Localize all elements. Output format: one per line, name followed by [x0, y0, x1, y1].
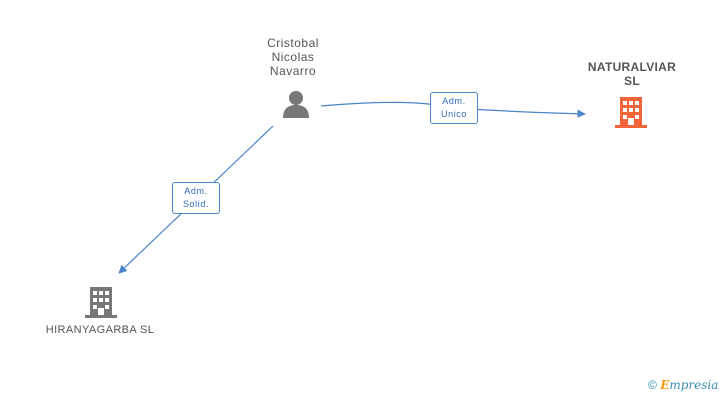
edge-label-adm-solid: Adm. Solid. — [172, 182, 220, 214]
edge-label-line: Solid. — [182, 199, 210, 209]
edge-label-line: Unico — [440, 109, 467, 119]
brand-logo: Empresia — [660, 378, 718, 392]
copyright-icon: © — [648, 378, 657, 392]
building-icon-naturalviar[interactable] — [615, 97, 647, 128]
company-label-naturalviar[interactable]: NATURALVIAR SL — [572, 60, 692, 88]
edge-label-adm-unico: Adm. Unico — [430, 92, 478, 124]
person-name-line: Cristobal — [267, 36, 319, 50]
company-name-line: SL — [624, 74, 640, 88]
person-name-label[interactable]: Cristobal Nicolas Navarro — [243, 36, 343, 78]
edge-label-line: Adm. — [184, 186, 208, 196]
building-icon-hiranyagarba[interactable] — [85, 287, 117, 318]
person-icon — [283, 91, 309, 118]
person-name-line: Navarro — [269, 64, 317, 78]
empresia-watermark: © Empresia — [648, 378, 718, 392]
brand-logo-e: E — [660, 378, 670, 392]
person-name-line: Nicolas — [271, 50, 315, 64]
edge-label-line: Adm. — [442, 96, 466, 106]
brand-logo-text: mpresia — [669, 378, 719, 392]
company-label-hiranyagarba[interactable]: HIRANYAGARBA SL — [45, 324, 155, 336]
company-name-line: NATURALVIAR — [587, 60, 677, 74]
